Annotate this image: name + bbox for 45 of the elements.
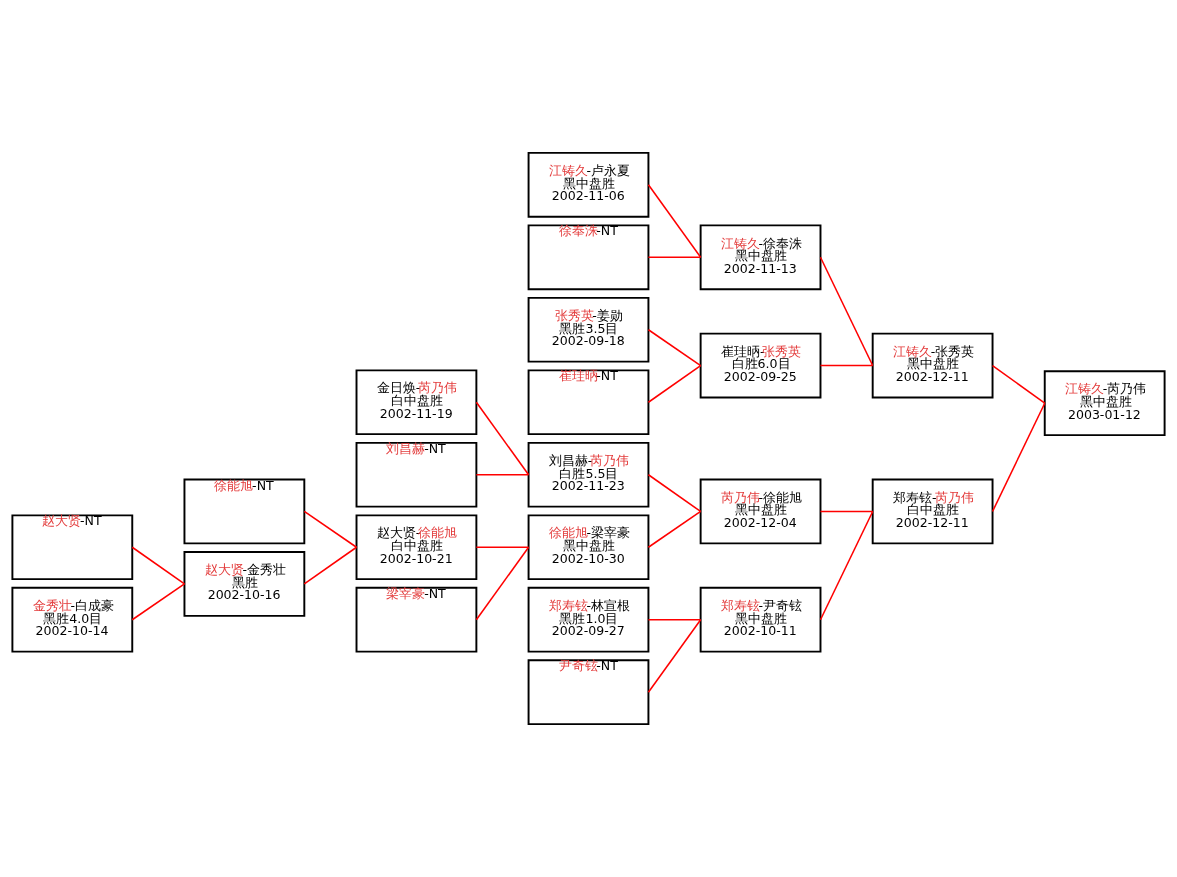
connector (819, 510, 874, 621)
connector (131, 546, 186, 585)
node-box: 郑寿铉-林宣根 黑胜1.0目 2002-09-27 (527, 586, 650, 653)
connector (647, 329, 702, 367)
node-box: 赵大贤-金秀壮 黑胜 2002-10-16 (183, 551, 306, 617)
node-box: 金日焕-芮乃伟 白中盘胜 2002-11-19 (355, 369, 478, 436)
node-box: 金秀壮-白成豪 黑胜4.0目 2002-10-14 (11, 586, 134, 653)
node-box: 赵大贤-徐能旭 白中盘胜 2002-10-21 (355, 514, 478, 581)
connector (819, 256, 874, 367)
connector (991, 364, 1046, 404)
node-box: 崔珪昞-张秀英 白胜6.0目 2002-09-25 (699, 332, 822, 399)
connector (647, 618, 702, 621)
node-box: 江铸久-徐奉洙 黑中盘胜 2002-11-13 (699, 224, 822, 291)
connector (647, 473, 702, 513)
node-box: 刘昌赫-芮乃伟 白胜5.5目 2002-11-23 (527, 441, 650, 508)
node-box: 尹奇铉-NT (527, 659, 650, 726)
connector (647, 184, 702, 259)
node-box: 徐能旭-NT (183, 478, 306, 545)
connector (819, 364, 874, 367)
node-box: 赵大贤-NT (11, 514, 134, 581)
node-box: 郑寿铉-芮乃伟 白中盘胜 2002-12-11 (871, 478, 994, 545)
connector (475, 546, 530, 548)
connector (475, 546, 530, 621)
connector (647, 618, 702, 693)
node-box: 郑寿铉-尹奇铉 黑中盘胜 2002-10-11 (699, 586, 822, 653)
node-box: 梁宰豪-NT (355, 586, 478, 653)
node-box: 崔珪昞-NT (527, 369, 650, 436)
node-box: 芮乃伟-徐能旭 黑中盘胜 2002-12-04 (699, 478, 822, 545)
node-box: 江铸久-芮乃伟 黑中盘胜 2003-01-12 (1043, 370, 1166, 437)
node-box: 江铸久-张秀英 黑中盘胜 2002-12-11 (871, 332, 994, 399)
connector (991, 402, 1046, 513)
connector (131, 583, 186, 621)
node-box: 徐奉洙-NT (527, 224, 650, 291)
node-box: 刘昌赫-NT (355, 441, 478, 508)
node-box: 张秀英-姜勋 黑胜3.5目 2002-09-18 (527, 296, 650, 363)
connector (303, 510, 358, 548)
connector (475, 401, 530, 476)
connector (819, 510, 874, 513)
connector (475, 473, 530, 476)
connector (647, 256, 702, 259)
connector (647, 364, 702, 404)
connector (647, 510, 702, 548)
node-box: 江铸久-卢永夏 黑中盘胜 2002-11-06 (527, 151, 650, 218)
connector (303, 546, 358, 585)
node-box: 徐能旭-梁宰豪 黑中盘胜 2002-10-30 (527, 514, 650, 581)
